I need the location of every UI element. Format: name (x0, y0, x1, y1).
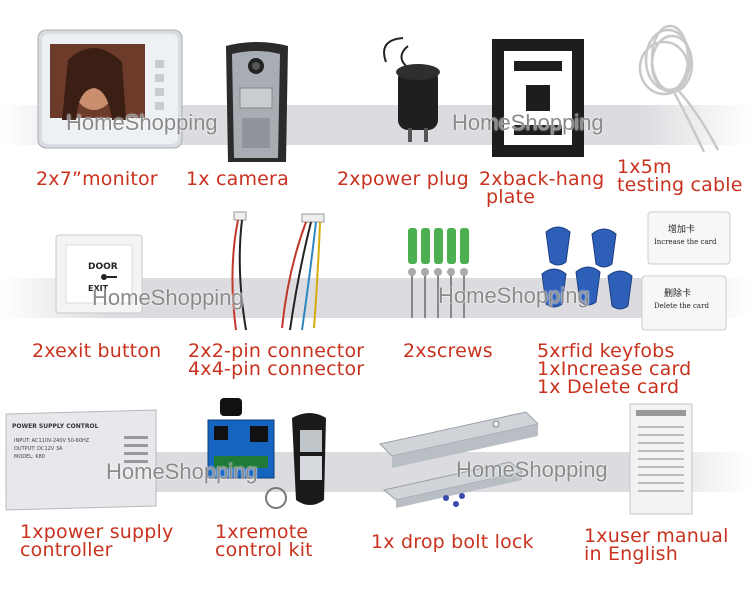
watermark: HomeShopping (452, 110, 604, 135)
exit-button-door-text: DOOR (88, 262, 118, 272)
label-cable-line2: testing cable (617, 174, 743, 196)
connector-image (218, 210, 342, 334)
label-exit-button: 2xexit button (32, 340, 162, 362)
screws-image (404, 226, 476, 322)
back-hang-plate-image (486, 35, 590, 159)
label-connector-line2: 4x4-pin connector (188, 358, 365, 380)
camera-image (222, 40, 292, 165)
increase-card-en-text: Increase the card (654, 238, 717, 246)
label-remote-line2: control kit (215, 539, 313, 561)
label-camera: 1x camera (186, 168, 289, 190)
label-back-hang-line2: plate (486, 186, 536, 208)
watermark: HomeShopping (66, 110, 218, 135)
remote-control-kit-image (206, 396, 340, 514)
user-manual-image (629, 403, 693, 515)
monitor-image (37, 29, 183, 149)
exit-button-exit-text: EXIT (88, 284, 109, 293)
watermark: HomeShopping (106, 459, 258, 484)
label-psu-line1: 1xpower supply (20, 521, 174, 543)
label-rfid-line2: 1xIncrease card (537, 358, 692, 380)
delete-card-cn-text: 删除卡 (664, 287, 691, 299)
testing-cable-image (628, 22, 728, 154)
label-psu-line2: controller (20, 539, 113, 561)
psu-input-text: INPUT: AC110V-240V 50-60HZ (14, 438, 90, 444)
label-remote-line1: 1xremote (215, 521, 309, 543)
label-monitor: 2x7”monitor (36, 168, 158, 190)
power-supply-image: POWER SUPPLY CONTROL INPUT: AC110V-240V … (5, 409, 157, 511)
delete-card-image: 删除卡 Delete the card (641, 275, 727, 331)
label-rfid-line1: 5xrfid keyfobs (537, 340, 675, 362)
label-screws: 2xscrews (403, 340, 493, 362)
label-connector-line1: 2x2-pin connector (188, 340, 365, 362)
drop-bolt-lock-image (376, 404, 542, 520)
label-rfid-line3: 1x Delete card (537, 376, 680, 398)
label-drop-bolt-lock: 1x drop bolt lock (371, 531, 534, 553)
increase-card-cn-text: 增加卡 (668, 223, 695, 235)
watermark: HomeShopping (456, 457, 608, 482)
label-manual-line2: in English (584, 543, 678, 565)
psu-model-text: MODEL: K80 (14, 454, 45, 460)
label-back-hang-line1: 2xback-hang (479, 168, 605, 190)
rfid-keyfobs-image (536, 222, 636, 322)
delete-card-en-text: Delete the card (654, 302, 709, 310)
watermark: HomeShopping (92, 285, 244, 310)
psu-title-text: POWER SUPPLY CONTROL (12, 423, 99, 430)
psu-output-text: OUTPUT: DC12V 3A (14, 446, 63, 452)
increase-card-image: 增加卡 Increase the card (647, 211, 731, 265)
label-manual-line1: 1xuser manual (584, 525, 729, 547)
power-plug-image (368, 32, 454, 142)
exit-button-image: DOOR EXIT (55, 234, 143, 314)
label-power-plug: 2xpower plug (337, 168, 469, 190)
watermark: HomeShopping (438, 283, 590, 308)
label-cable-line1: 1x5m (617, 156, 672, 178)
